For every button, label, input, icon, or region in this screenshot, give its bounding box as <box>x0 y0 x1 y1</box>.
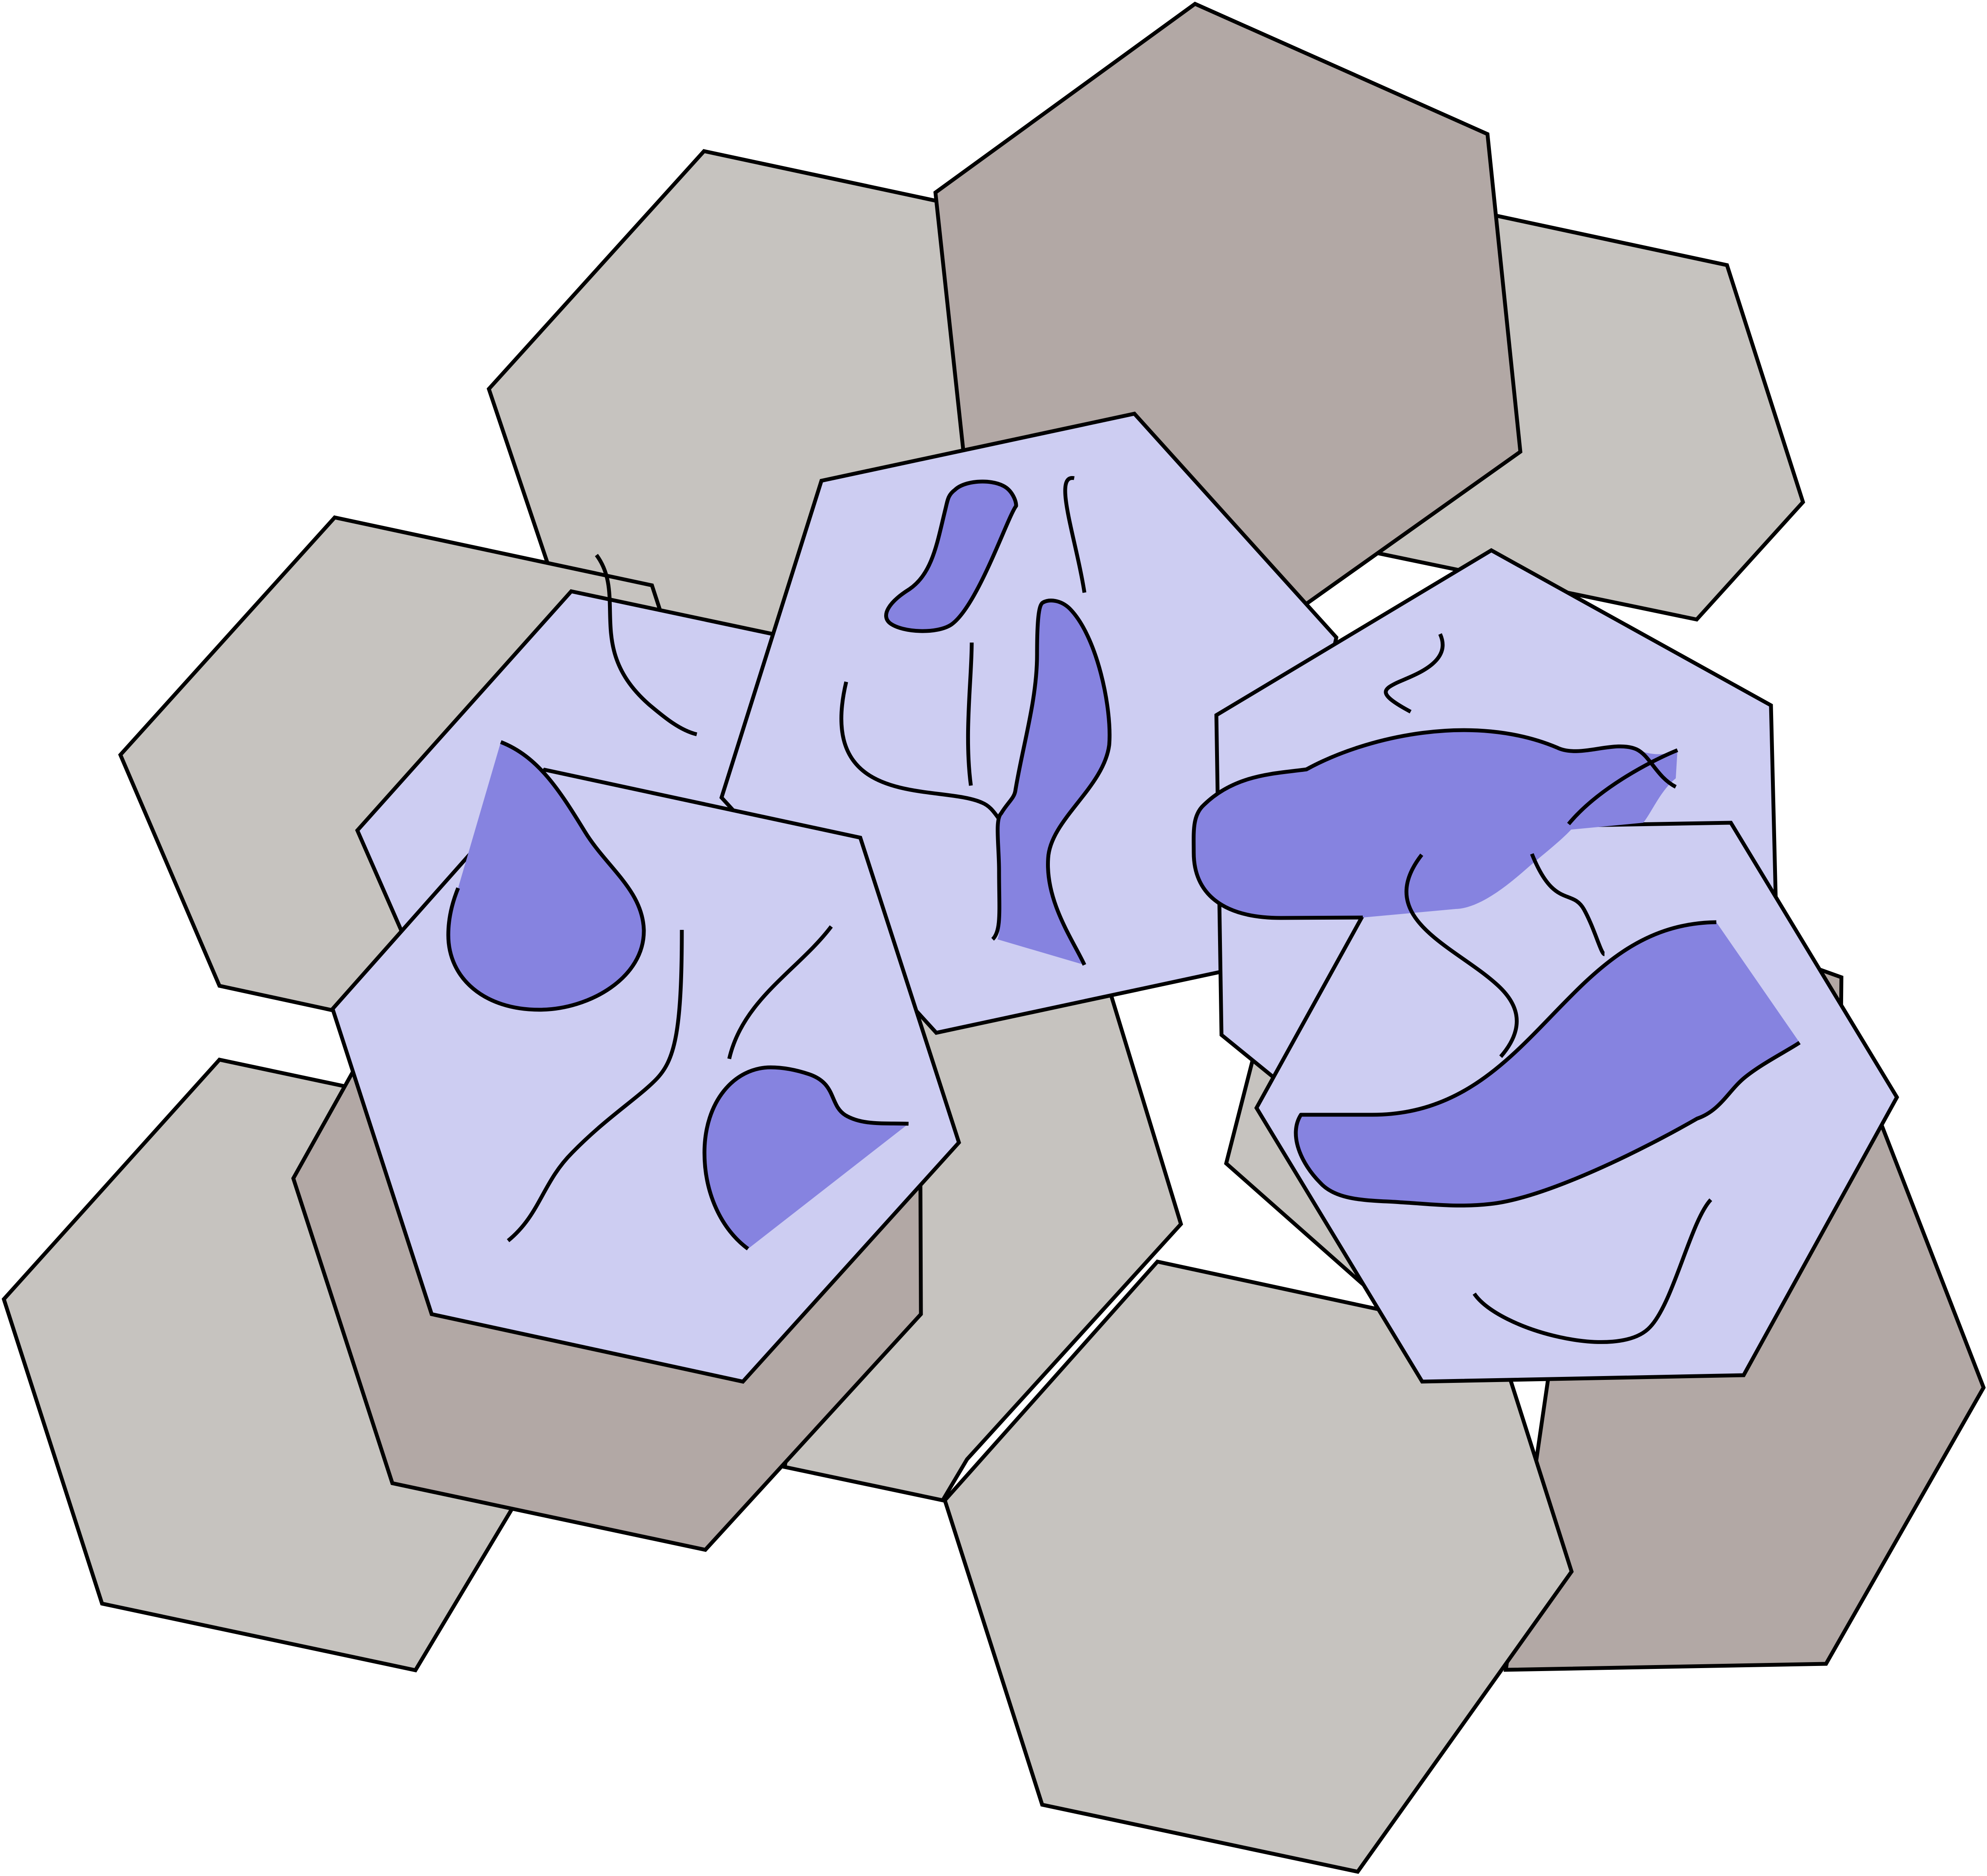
filament-line-1 <box>595 554 698 736</box>
filament-line-9 <box>1404 853 1519 1058</box>
filament-line-6 <box>839 681 1001 820</box>
organelle-s-blob-fill <box>1296 922 1800 1206</box>
organelle-column-fill <box>997 600 1110 965</box>
organelle-long-blob-fill <box>1193 730 1677 918</box>
organelle-comma-fill <box>886 481 1016 631</box>
organelle-comma-outline <box>884 479 1018 633</box>
organelle-droplet-fill <box>448 742 644 1010</box>
filament-line-8 <box>1567 748 1678 825</box>
filament-line-3 <box>727 925 833 1060</box>
organelle-column-outline <box>991 599 1112 966</box>
filament-line-11 <box>1473 1198 1712 1344</box>
organelles-layer <box>446 476 1801 1344</box>
organelle-s-blob-outline <box>1294 920 1801 1208</box>
organelle-wedge-fill <box>704 1067 909 1249</box>
filament-line-5 <box>966 642 974 786</box>
organelle-long-blob-outline <box>1192 728 1677 920</box>
filament-line-4 <box>1063 476 1087 593</box>
filament-line-2 <box>507 929 684 1242</box>
organelle-wedge-outline <box>702 1065 909 1251</box>
filament-line-10 <box>1530 853 1606 956</box>
organelle-droplet-outline <box>446 740 646 1012</box>
filament-line-7 <box>1384 633 1445 713</box>
